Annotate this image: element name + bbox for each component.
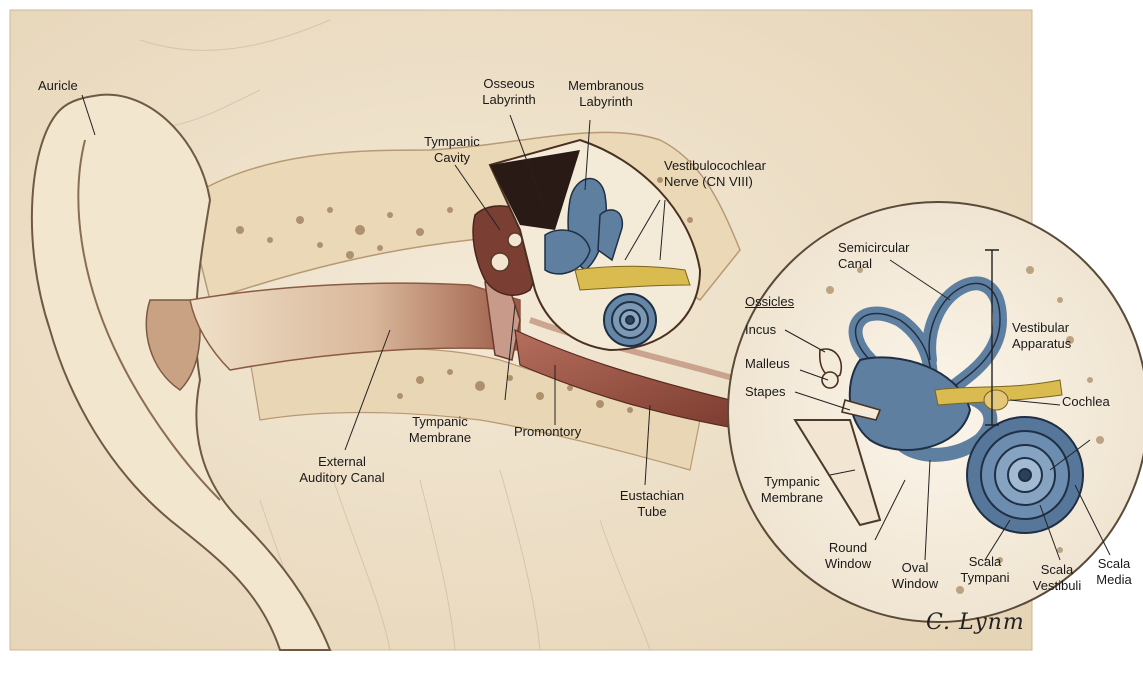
label-osseous-labyrinth: Osseous Labyrinth [472, 76, 546, 108]
ossicle-main-2 [508, 233, 522, 247]
label-eustachian-tube: Eustachian Tube [610, 488, 694, 520]
cochlea-main [604, 294, 656, 346]
label-tympanic-cavity: Tympanic Cavity [412, 134, 492, 166]
label-external-auditory-canal: External Auditory Canal [284, 454, 400, 486]
label-incus: Incus [745, 322, 776, 338]
inset-detail [728, 202, 1143, 622]
artist-signature: C. Lynm [926, 610, 1025, 635]
label-malleus: Malleus [745, 356, 790, 372]
label-vestibular-apparatus: Vestibular Apparatus [1012, 320, 1071, 352]
label-semicircular-canal: Semicircular Canal [838, 240, 910, 272]
cochlea-inset [967, 417, 1083, 533]
label-promontory: Promontory [514, 424, 581, 440]
label-stapes: Stapes [745, 384, 785, 400]
label-cochlea: Cochlea [1062, 394, 1110, 410]
label-vestibulocochlear-nerve: Vestibulocochlear Nerve (CN VIII) [664, 158, 766, 190]
label-scala-vestibuli: Scala Vestibuli [1022, 562, 1092, 594]
label-oval-window: Oval Window [882, 560, 948, 592]
label-membranous-labyrinth: Membranous Labyrinth [556, 78, 656, 110]
ossicle-main [491, 253, 509, 271]
label-scala-tympani: Scala Tympani [952, 554, 1018, 586]
label-ossicles: Ossicles [745, 294, 794, 310]
label-scala-media: Scala Media [1088, 556, 1140, 588]
label-tympanic-membrane-inset: Tympanic Membrane [750, 474, 834, 506]
label-tympanic-membrane-main: Tympanic Membrane [402, 414, 478, 446]
label-auricle: Auricle [38, 78, 78, 94]
label-round-window: Round Window [815, 540, 881, 572]
cochlea-marker [984, 390, 1008, 410]
